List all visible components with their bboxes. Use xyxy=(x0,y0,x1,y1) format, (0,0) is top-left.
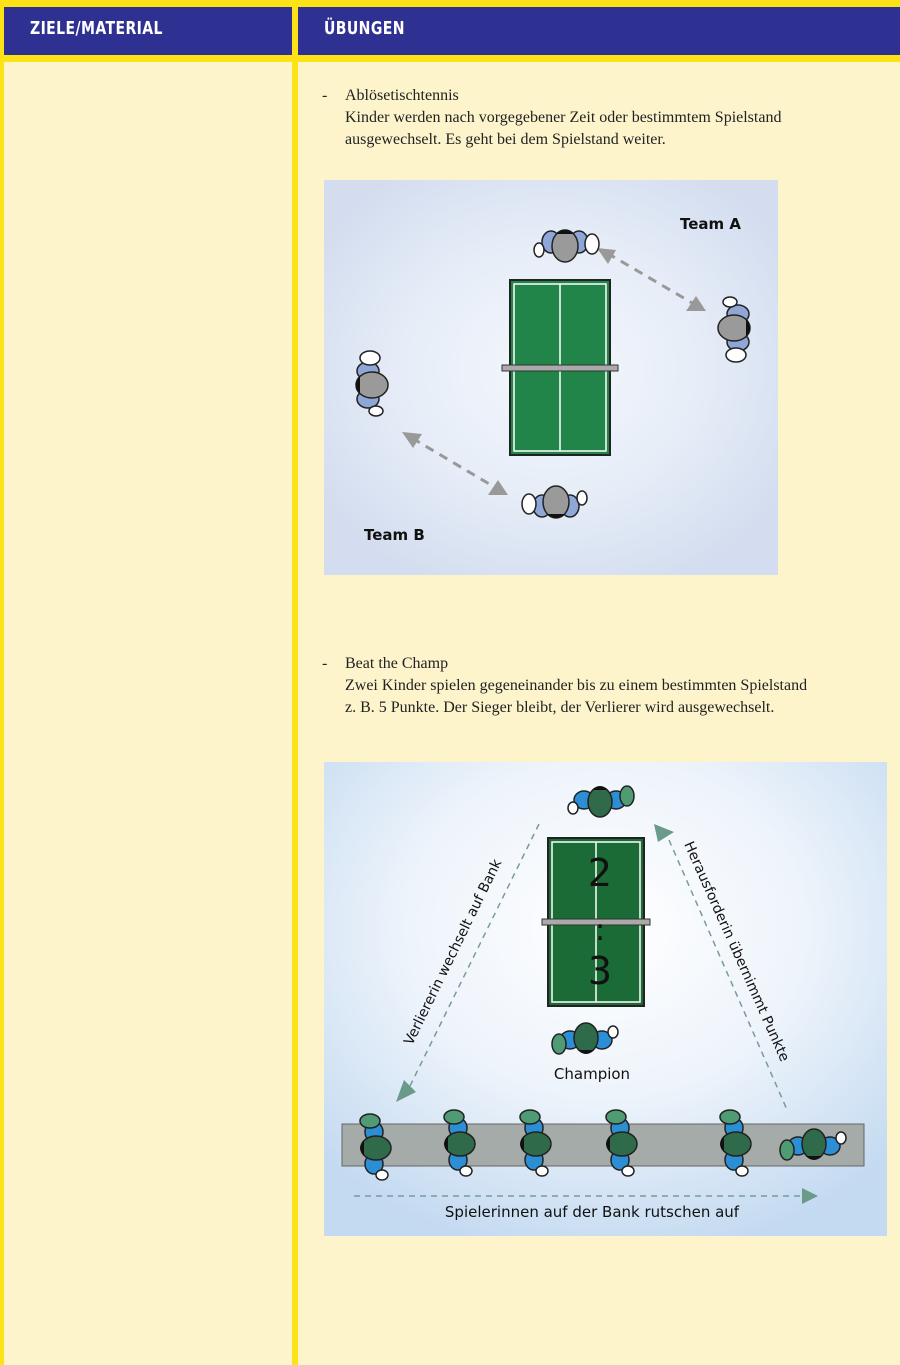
exercise-text-line: Zwei Kinder spielen gegeneinander bis zu… xyxy=(345,675,807,697)
figure-abloesetischtennis: Team A Team B xyxy=(324,180,778,575)
team-a-label: Team A xyxy=(680,215,741,233)
score-bottom: 3 xyxy=(588,949,612,993)
team-b-label: Team B xyxy=(364,526,425,544)
exercise-abloesetischtennis: - Ablösetischtennis Kinder werden nach v… xyxy=(322,85,781,151)
figure-beat-the-champ: 2 : 3 Verliererin wechselt auf Bank Hera… xyxy=(324,762,887,1236)
exercise-beat-the-champ: - Beat the Champ Zwei Kinder spielen geg… xyxy=(322,653,807,719)
exercise-text-line: Kinder werden nach vorgegebener Zeit ode… xyxy=(345,107,781,129)
score-separator: : xyxy=(595,913,605,948)
figure-2-svg: 2 : 3 Verliererin wechselt auf Bank Hera… xyxy=(324,762,887,1236)
column-ziele-material xyxy=(4,62,292,1365)
figure-1-svg: Team A Team B xyxy=(324,180,778,575)
header-left-title: ZIELE/MATERIAL xyxy=(30,7,163,51)
score-top: 2 xyxy=(588,851,612,895)
bench-label: Spielerinnen auf der Bank rutschen auf xyxy=(445,1203,740,1221)
list-dash: - xyxy=(322,653,327,675)
header-uebungen: ÜBUNGEN xyxy=(298,7,900,55)
header-ziele-material: ZIELE/MATERIAL xyxy=(4,7,292,55)
exercise-title: Ablösetischtennis xyxy=(345,85,781,107)
champion-label: Champion xyxy=(554,1065,630,1083)
header-right-title: ÜBUNGEN xyxy=(324,7,405,51)
list-dash: - xyxy=(322,85,327,107)
exercise-text-line: z. B. 5 Punkte. Der Sieger bleibt, der V… xyxy=(345,697,807,719)
exercise-title: Beat the Champ xyxy=(345,653,807,675)
exercise-text-line: ausgewechselt. Es geht bei dem Spielstan… xyxy=(345,129,781,151)
